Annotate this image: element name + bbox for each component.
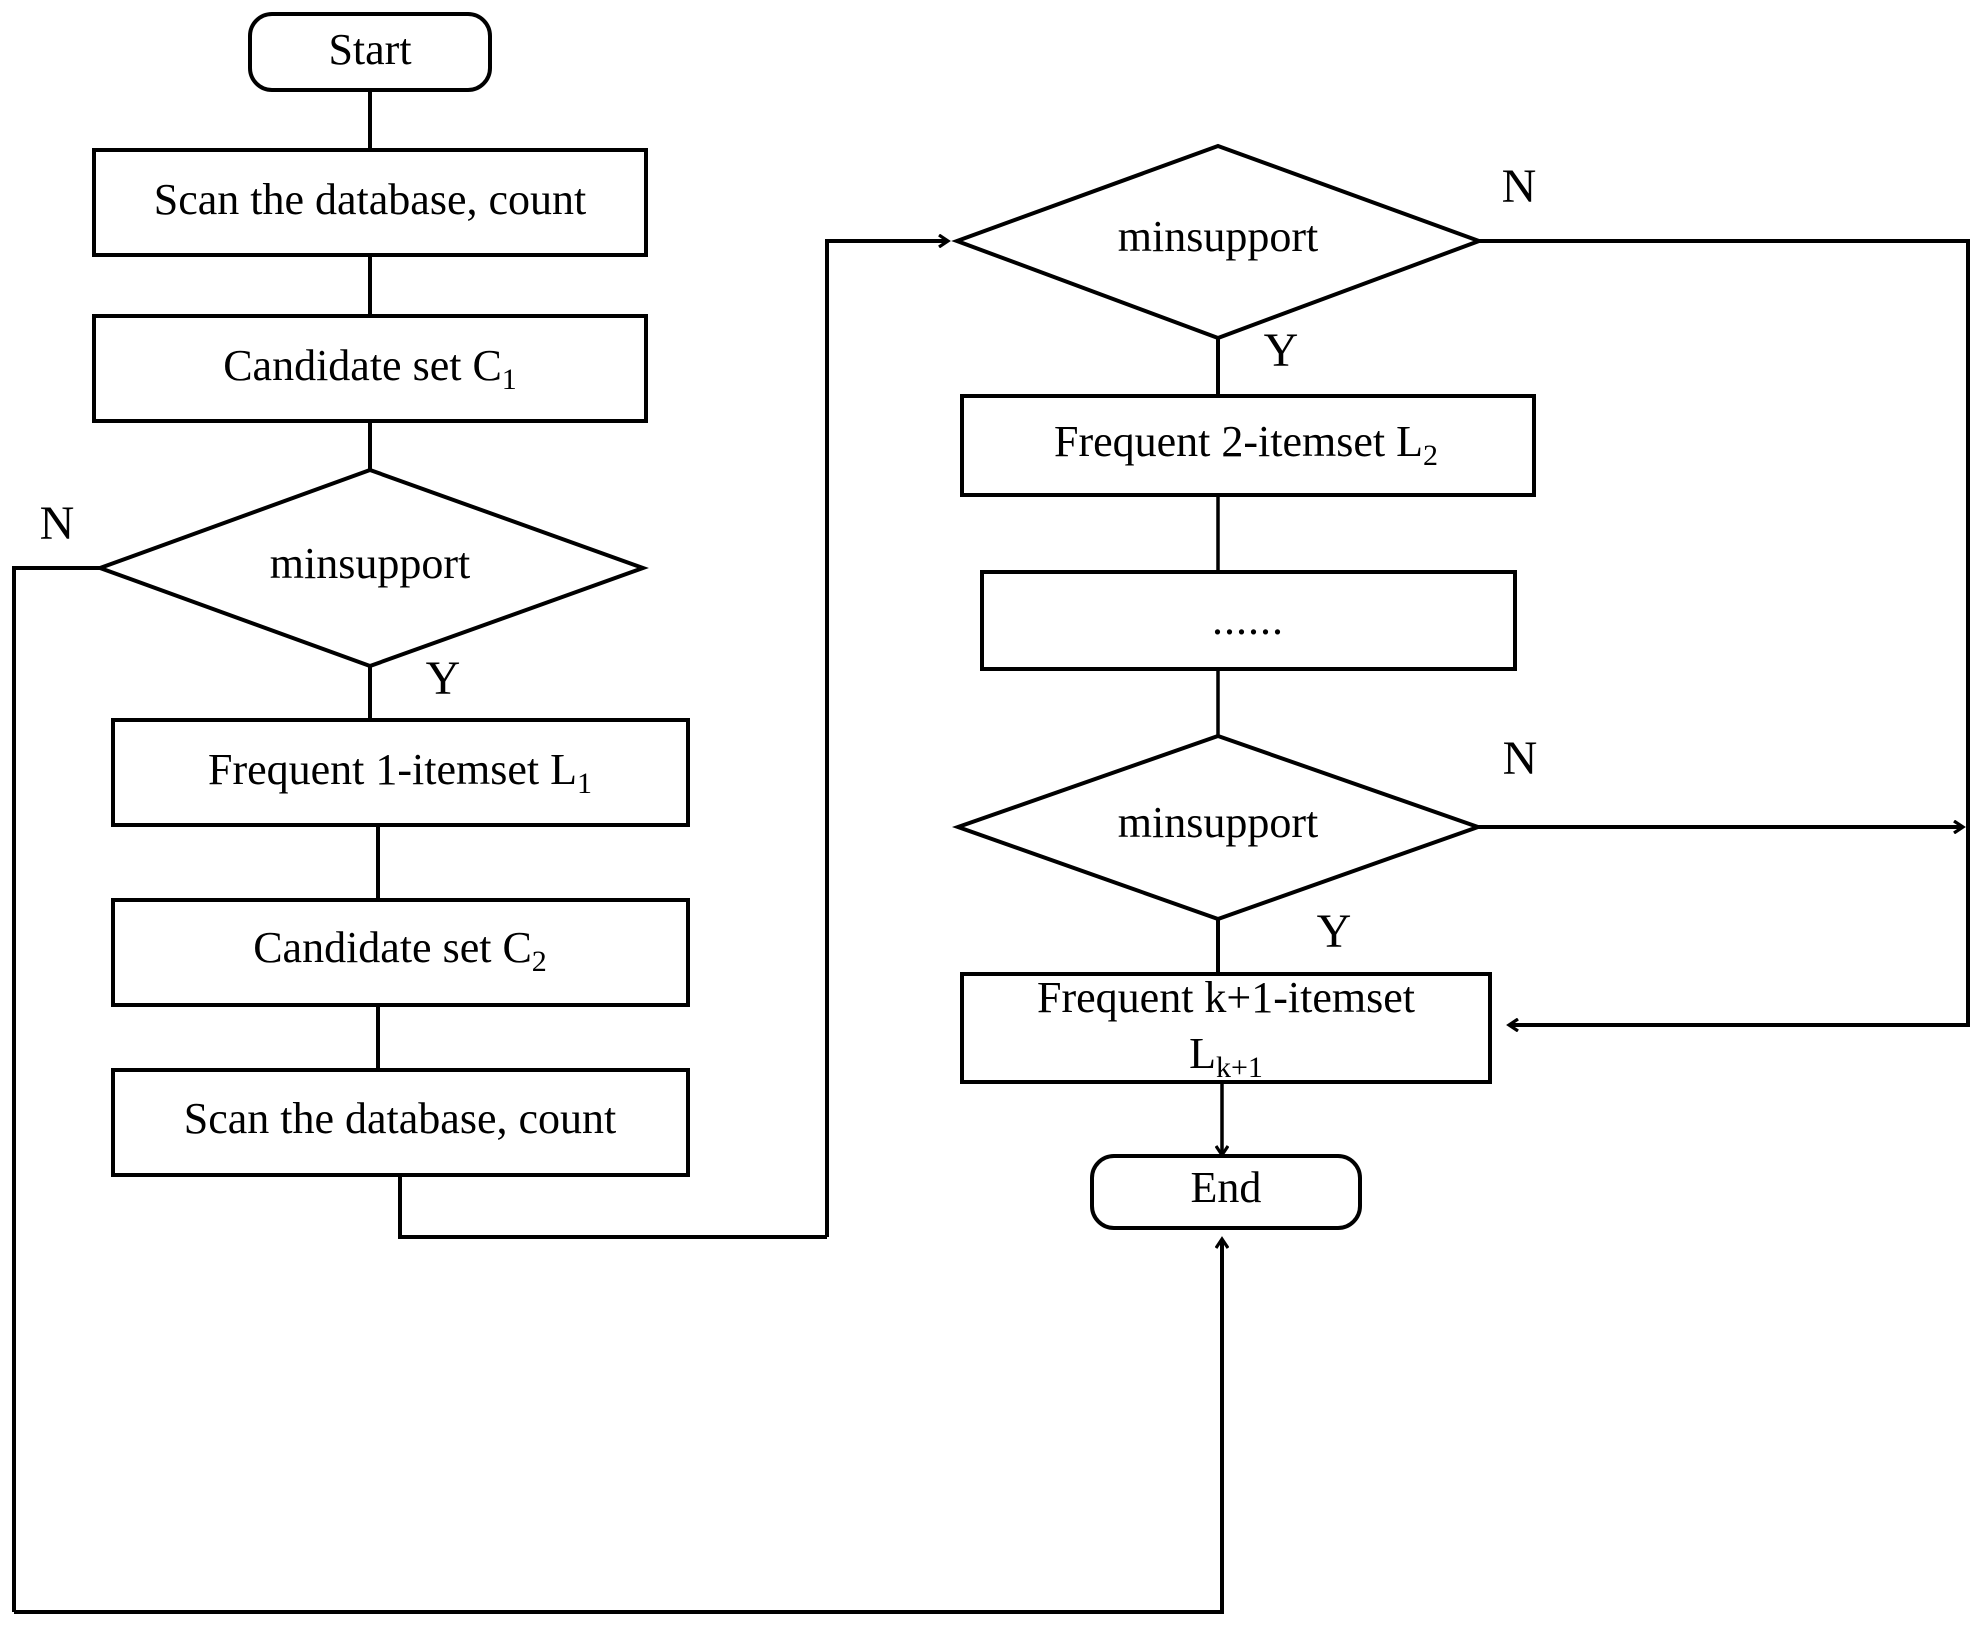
edge-minsupport1-no [12,566,100,1612]
scan2-label: Scan the database, count [184,1094,617,1143]
edge-loop-riser-to-minsupport2 [825,241,947,1237]
branch-label-y1: Y [426,652,461,705]
end-label: End [1191,1163,1262,1212]
frequent1-label: Frequent 1-itemset L1 [208,745,592,800]
minsupport2-label: minsupport [1118,212,1318,261]
scan1-shape [92,148,648,257]
ellipsis-label: ...... [1212,595,1284,644]
branch-label-n2: N [1502,160,1537,213]
node-minsupport3[interactable]: minsupport [951,733,1485,922]
node-frequentk[interactable]: Frequent k+1-itemset Lk+1 [960,972,1492,1084]
node-minsupport2[interactable]: minsupport [951,143,1485,341]
branch-label-y2: Y [1264,324,1299,377]
node-frequent2[interactable]: Frequent 2-itemset L2 [960,394,1536,497]
frequentk-label-line2: Lk+1 [1189,1029,1263,1084]
frequentk-shape [960,972,1492,1084]
node-start[interactable]: Start [248,12,492,92]
branch-label-n1: N [40,497,75,550]
node-candidate1[interactable]: Candidate set C1 [92,314,648,423]
node-scan1[interactable]: Scan the database, count [92,148,648,257]
node-minsupport1[interactable]: minsupport [94,467,649,669]
node-candidate2[interactable]: Candidate set C2 [111,898,690,1007]
node-frequent1[interactable]: Frequent 1-itemset L1 [111,718,690,827]
branch-label-n3: N [1503,732,1538,785]
minsupport1-label: minsupport [270,539,470,588]
minsupport3-label: minsupport [1118,798,1318,847]
frequent1-shape [111,718,690,827]
edge-bottom-return-to-end [14,1240,1222,1614]
node-scan2[interactable]: Scan the database, count [111,1068,690,1177]
scan1-label: Scan the database, count [154,175,587,224]
branch-label-y3: Y [1317,905,1352,958]
scan2-shape [111,1068,690,1177]
frequent2-label: Frequent 2-itemset L2 [1054,417,1438,472]
frequent2-shape [960,394,1536,497]
candidate2-shape [111,898,690,1007]
edge-scan2-to-loop [398,1175,827,1239]
node-ellipsis[interactable]: ...... [980,570,1517,671]
candidate2-label: Candidate set C2 [253,923,547,978]
ellipsis-shape [980,570,1517,671]
candidate1-label: Candidate set C1 [223,341,517,396]
frequentk-label-line1: Frequent k+1-itemset [1037,973,1415,1022]
edge-minsupport2-no [1479,239,1970,1025]
node-end[interactable]: End [1090,1154,1362,1230]
start-label: Start [328,25,411,74]
end-shape [1090,1154,1362,1230]
